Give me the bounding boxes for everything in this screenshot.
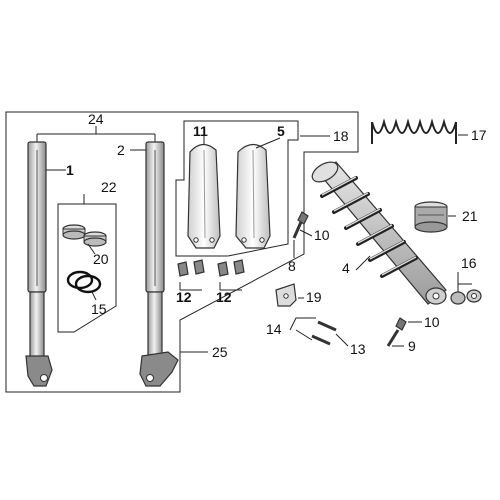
callout-24: 24 (88, 111, 104, 127)
callout-10-lower: 10 (424, 314, 440, 330)
callout-2: 2 (117, 142, 125, 158)
fork-assembly-frame (5, 111, 359, 393)
dust-seal-rings (62, 224, 107, 247)
callout-5: 5 (277, 123, 285, 139)
callout-25: 25 (212, 344, 228, 360)
leader-24 (36, 126, 156, 142)
callout-10-upper: 10 (314, 227, 330, 243)
callout-11: 11 (193, 123, 208, 139)
callout-13: 13 (350, 341, 366, 357)
shock-spring (371, 118, 457, 144)
callout-18: 18 (333, 128, 349, 144)
small-bolts (311, 320, 337, 346)
fork-guard-right (235, 143, 271, 249)
fork-guard-group-frame (175, 120, 299, 257)
shock-bushings (450, 289, 482, 305)
callout-12-right: 12 (216, 289, 232, 305)
callout-21: 21 (462, 208, 478, 224)
bolt-upper (292, 211, 309, 239)
shock-bump-stop (414, 201, 448, 233)
fork-leg-left (25, 141, 53, 387)
callout-22: 22 (101, 179, 117, 195)
callout-20: 20 (93, 251, 109, 267)
callout-8: 8 (288, 258, 296, 274)
guard-clips-right (217, 259, 245, 277)
fork-leg-right (139, 141, 179, 387)
callout-15: 15 (91, 301, 107, 317)
callout-17: 17 (471, 127, 487, 143)
callout-9: 9 (408, 338, 416, 354)
callout-14: 14 (266, 321, 282, 337)
seal-kit-frame (57, 203, 117, 333)
guard-clips-left (177, 259, 205, 277)
callout-16: 16 (461, 255, 477, 271)
mounting-bracket (275, 283, 297, 307)
callout-1: 1 (66, 162, 74, 178)
fork-guard-left (187, 143, 221, 249)
bolt-lower (386, 317, 407, 347)
oil-seal-o-rings (66, 270, 102, 294)
callout-4: 4 (342, 260, 350, 276)
callout-19: 19 (306, 289, 322, 305)
leader-lines (46, 134, 472, 353)
callout-12-left: 12 (176, 289, 192, 305)
rear-shock-absorber (311, 161, 447, 305)
